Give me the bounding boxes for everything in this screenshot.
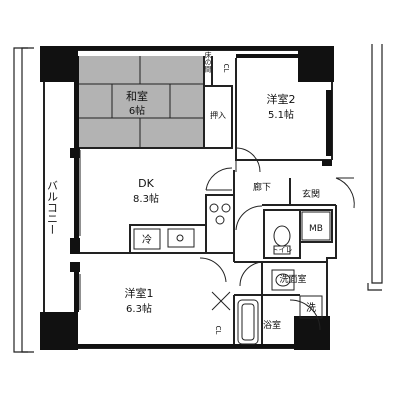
tatami-floor <box>78 56 204 147</box>
balcony-outline <box>13 44 383 353</box>
room-size-washitsu: 6帖 <box>129 104 145 117</box>
washer-label: 洗 <box>306 302 316 314</box>
doors <box>79 147 355 331</box>
room-name-toilet: トイレ <box>272 246 293 254</box>
room-name-yokushitsu: 浴室 <box>263 319 281 331</box>
mb-label: MB <box>309 224 323 234</box>
room-name-washitsu: 和室 <box>126 89 148 103</box>
room-size-yoshitsu1: 6.3帖 <box>126 302 152 315</box>
room-name-genkan: 玄関 <box>302 188 320 200</box>
fixtures <box>133 203 323 345</box>
balcony-label: バルコニー <box>46 180 59 235</box>
room-name-yoshitsu1: 洋室1 <box>125 286 154 300</box>
room-name-dk: DK <box>138 177 154 190</box>
room-name-yoshitsu2: 洋室2 <box>267 92 296 106</box>
room-size-yoshitsu2: 5.1帖 <box>268 108 294 121</box>
closet-tokonoma-label: 床の間 <box>204 51 212 74</box>
room-name-senmenjo: 洗面室 <box>279 273 306 285</box>
cl-label-top: CL <box>222 64 230 73</box>
fridge-label: 冷 <box>142 233 152 246</box>
mb-box <box>301 211 331 241</box>
closet-oshiire-label: 押入 <box>210 110 226 120</box>
wall-posts <box>40 46 334 350</box>
room-size-dk: 8.3帖 <box>133 192 159 205</box>
cl-label-bottom: CL <box>214 326 222 335</box>
room-name-rouka: 廊下 <box>253 181 271 193</box>
